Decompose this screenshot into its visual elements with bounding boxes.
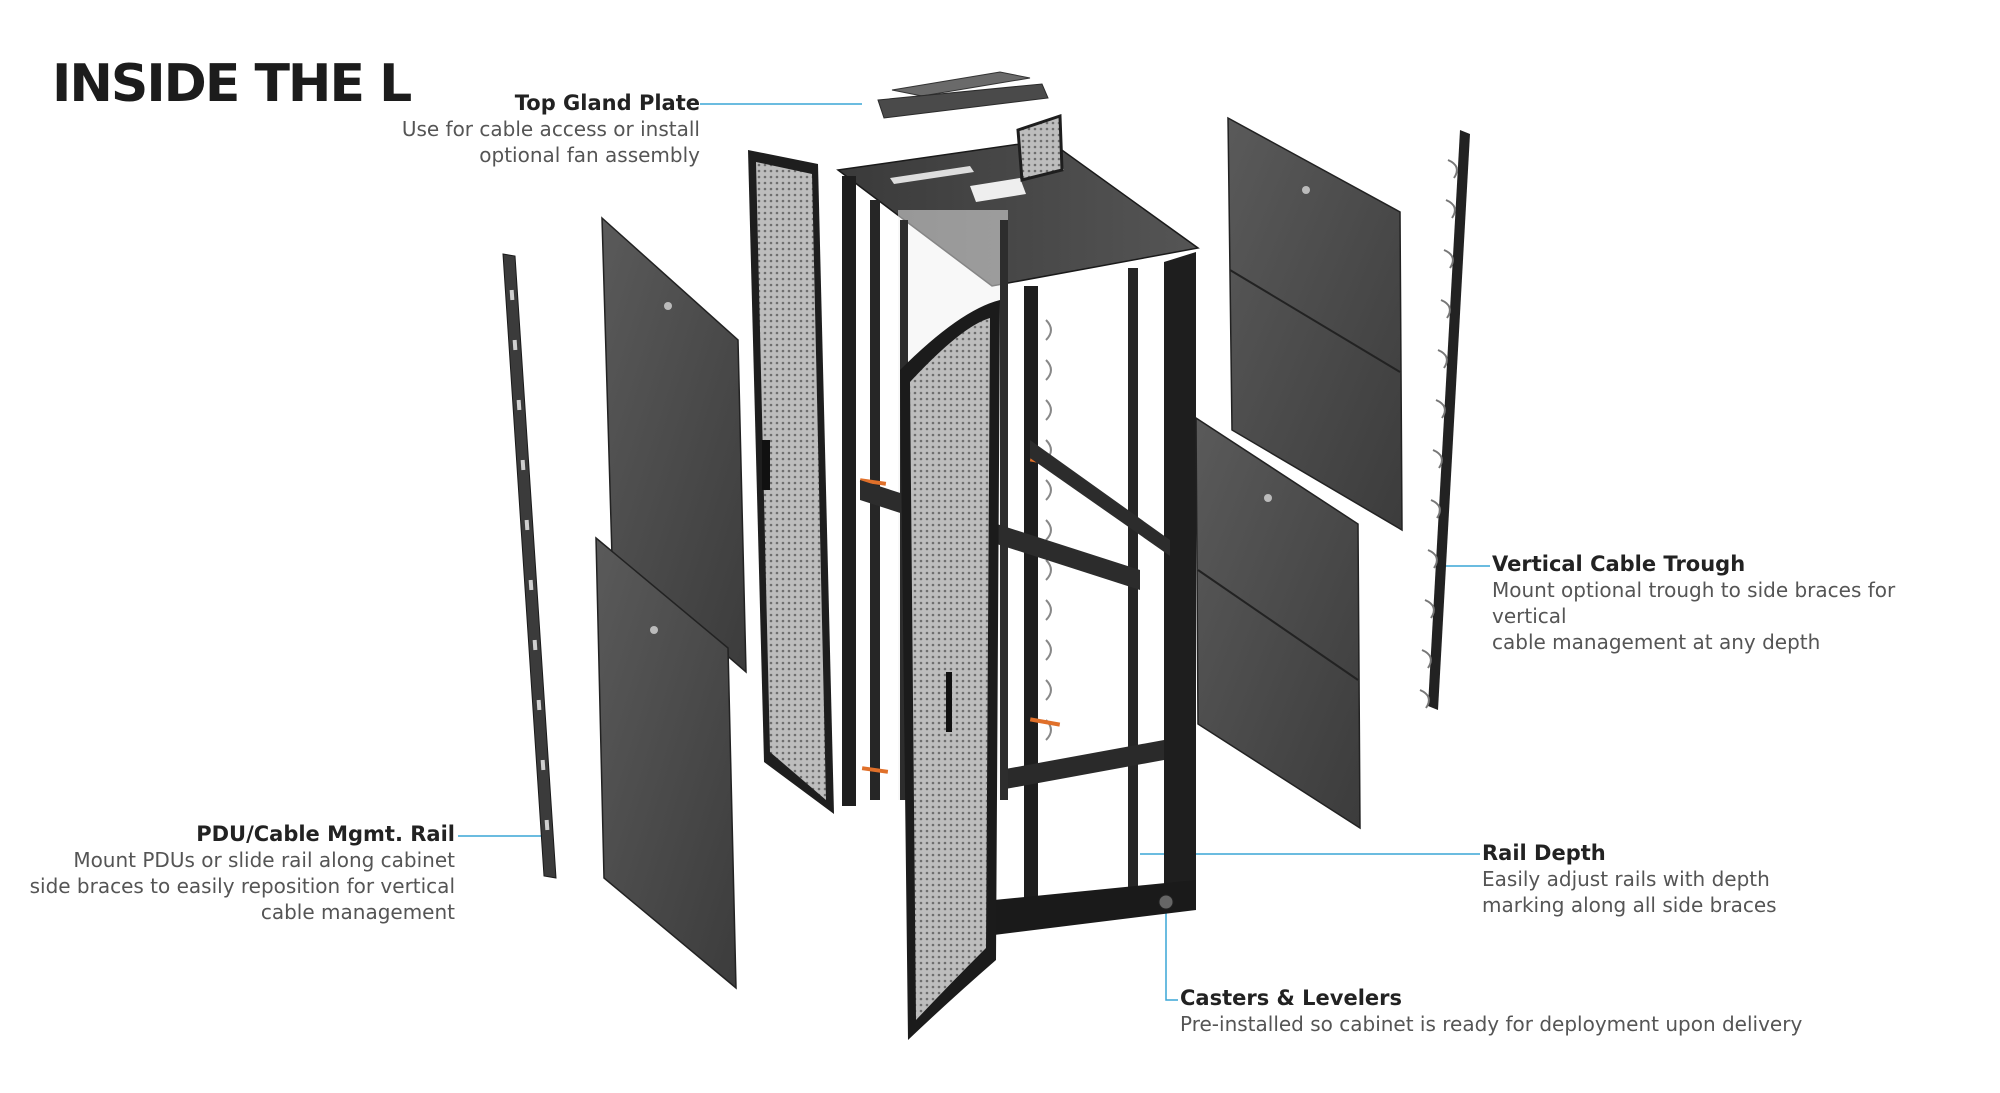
callout-line: Mount PDUs or slide rail along cabinet [73,848,455,872]
callout-heading: Rail Depth [1482,841,1606,865]
callout-line: Mount optional trough to side braces for… [1492,578,1896,628]
callout-line: Easily adjust rails with depth [1482,867,1770,891]
callout-description: Easily adjust rails with depth marking a… [1482,866,1902,918]
right-side-panel-upper [1227,116,1403,532]
rear-door-top-right [1016,113,1064,182]
left-side-panel-upper [601,216,747,674]
callout-line: optional fan assembly [479,143,700,167]
front-door [900,300,1000,1040]
callout-top-gland-plate: Top Gland Plate Use for cable access or … [300,90,700,168]
callout-heading: PDU/Cable Mgmt. Rail [196,822,455,846]
callout-casters-levelers: Casters & Levelers Pre-installed so cabi… [1180,985,1820,1037]
left-side-panel-lower [595,536,737,990]
vertical-cable-trough [1419,130,1470,710]
leader-lines [458,103,1490,1001]
callout-line: cable management [260,900,455,924]
callout-line: Pre-installed so cabinet is ready for de… [1180,1012,1803,1036]
leader-line-casters [1165,900,1178,1001]
callout-pdu-rail: PDU/Cable Mgmt. Rail Mount PDUs or slide… [20,821,455,925]
callout-heading: Casters & Levelers [1180,986,1403,1010]
callout-vertical-cable-trough: Vertical Cable Trough Mount optional tro… [1492,551,1972,655]
top-gland-plate [877,71,1049,119]
pdu-rail [502,253,557,879]
callout-heading: Vertical Cable Trough [1492,552,1746,576]
callout-heading: Top Gland Plate [514,91,700,115]
callout-line: Use for cable access or install [401,117,700,141]
cabinet-frame [836,139,1200,935]
callout-line: side braces to easily reposition for ver… [29,874,455,898]
callout-rail-depth: Rail Depth Easily adjust rails with dept… [1482,840,1902,918]
callout-description: Mount PDUs or slide rail along cabinet s… [20,847,455,925]
callout-line: marking along all side braces [1482,893,1777,917]
right-side-panel-lower [1195,416,1361,830]
callout-description: Use for cable access or install optional… [300,116,700,168]
callout-line: cable management at any depth [1492,630,1821,654]
callout-description: Mount optional trough to side braces for… [1492,577,1972,655]
page-title: INSIDE THE L [52,54,412,114]
rear-door [748,150,834,814]
callout-description: Pre-installed so cabinet is ready for de… [1180,1011,1820,1037]
